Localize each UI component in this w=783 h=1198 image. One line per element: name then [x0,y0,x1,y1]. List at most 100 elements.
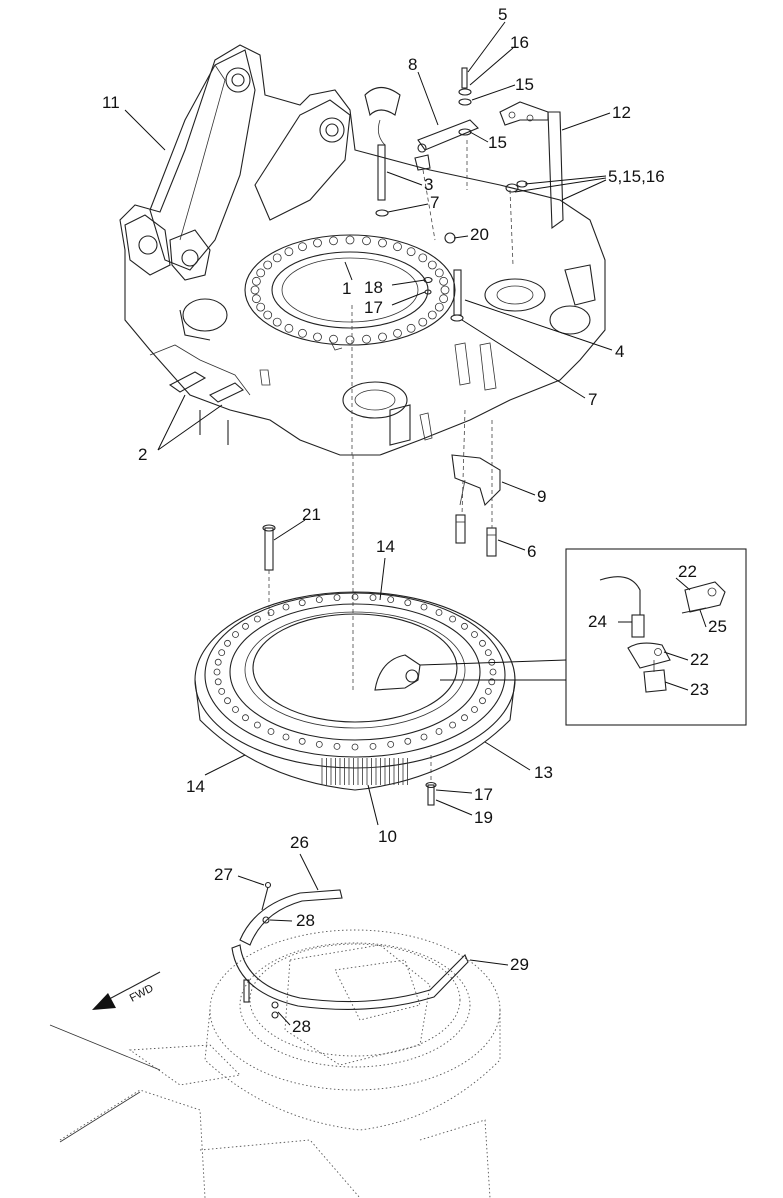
callout-5: 5 [498,5,507,24]
bolt-hole [224,639,231,647]
callout-22-detail-lower: 22 [690,650,709,669]
bolt-hole [213,668,221,676]
callout-11: 11 [102,93,120,112]
callout-28-upper: 28 [296,911,315,930]
bolt-hole [333,594,341,601]
bolt-hole [232,706,239,713]
bolt-hole [387,741,395,748]
bolt-hole [479,639,486,647]
bolt-hole [315,596,323,603]
bolt-hole [272,253,282,263]
bolt-hole [345,335,355,345]
callout-22-detail-top: 22 [678,562,697,581]
bolt-hole [362,236,371,246]
bolt-hole [378,238,387,248]
callout-15-top: 15 [515,75,534,94]
lower-frame-assembly [49,881,501,1198]
bolt-hole [471,706,478,713]
bolt-hole [406,247,416,257]
bolt-hole [251,276,261,286]
callout-17-lower: 17 [474,785,493,804]
bolt-hole [329,236,338,246]
bolt-hole [418,317,428,327]
bolt-hole [393,328,402,338]
callout-8: 8 [408,55,417,74]
bolt-hole [351,593,359,601]
callout-19: 19 [474,808,493,827]
callout-18: 18 [364,278,383,297]
bolt-hole [488,678,496,686]
bolt-hole [267,609,275,616]
callout-21: 21 [302,505,321,524]
callout-17-upper: 17 [364,298,383,317]
callout-25-detail: 25 [708,617,727,636]
callout-15-lower: 15 [488,133,507,152]
bolt-hole [272,317,282,327]
bolt-hole [484,649,492,656]
bolt-hole [449,615,457,623]
callout-29: 29 [510,955,529,974]
bolt-hole [440,285,450,295]
bolt-hole [434,268,444,278]
bolt-hole [298,737,306,745]
upper-frame-assembly [119,44,606,557]
bolt-hole [224,697,231,705]
bolt-hole [461,622,468,630]
callout-7-upper: 7 [430,193,439,212]
bolt-hole [242,622,249,630]
bolt-hole [313,238,322,248]
bolt-hole [435,609,443,616]
callout-5-15-16: 5,15,16 [608,167,665,186]
bolt-hole [256,268,266,278]
callout-27: 27 [214,865,233,884]
callout-13: 13 [534,763,553,782]
bolt-hole [313,332,322,342]
swing-bearing-assembly [194,524,516,806]
callout-7-lower: 7 [588,390,597,409]
callout-24-detail: 24 [588,612,607,631]
callout-16: 16 [510,33,529,52]
bolt-hole [404,737,412,745]
bolt-hole [461,714,468,722]
bolt-hole [369,594,377,601]
bolt-hole [439,276,449,286]
gear-teeth [321,758,408,785]
bolt-hole [479,697,486,705]
bolt-hole [449,721,457,729]
bolt-hole [378,332,387,342]
bolt-hole [369,743,377,750]
callout-6: 6 [527,542,536,561]
callout-14-top: 14 [376,537,395,556]
callout-2: 2 [138,445,147,464]
bolt-hole [282,733,290,741]
bolt-hole [251,294,261,304]
bolt-hole [298,599,306,607]
bolt-hole [329,334,338,344]
bolt-hole [427,310,437,320]
bolt-hole [418,253,428,263]
bolt-hole [284,247,294,257]
forward-arrow-icon [92,971,161,1010]
bolt-hole [218,649,226,656]
callout-labels: 5 16 15 15 8 12 5,15,16 3 7 20 11 1 18 1… [102,5,727,1036]
callout-28-lower: 28 [292,1017,311,1036]
callout-26: 26 [290,833,309,852]
bolt-hole [420,733,428,741]
bolt-hole [242,714,249,722]
bolt-hole [434,302,444,312]
bolt-hole [214,678,222,686]
callout-12: 12 [612,103,631,122]
bolt-ring-upper [250,235,450,345]
sensor-detail-box [419,548,747,726]
bolt-hole [345,235,355,245]
bolt-hole [404,599,412,607]
bolt-hole [362,334,371,344]
bolt-hole [471,631,478,638]
leader-lines [124,21,707,1026]
bolt-hole [333,743,341,750]
bolt-hole [284,323,294,333]
bolt-hole [406,323,416,333]
bolt-hole [298,328,307,338]
callout-20: 20 [470,225,489,244]
bolt-hole [435,728,443,735]
